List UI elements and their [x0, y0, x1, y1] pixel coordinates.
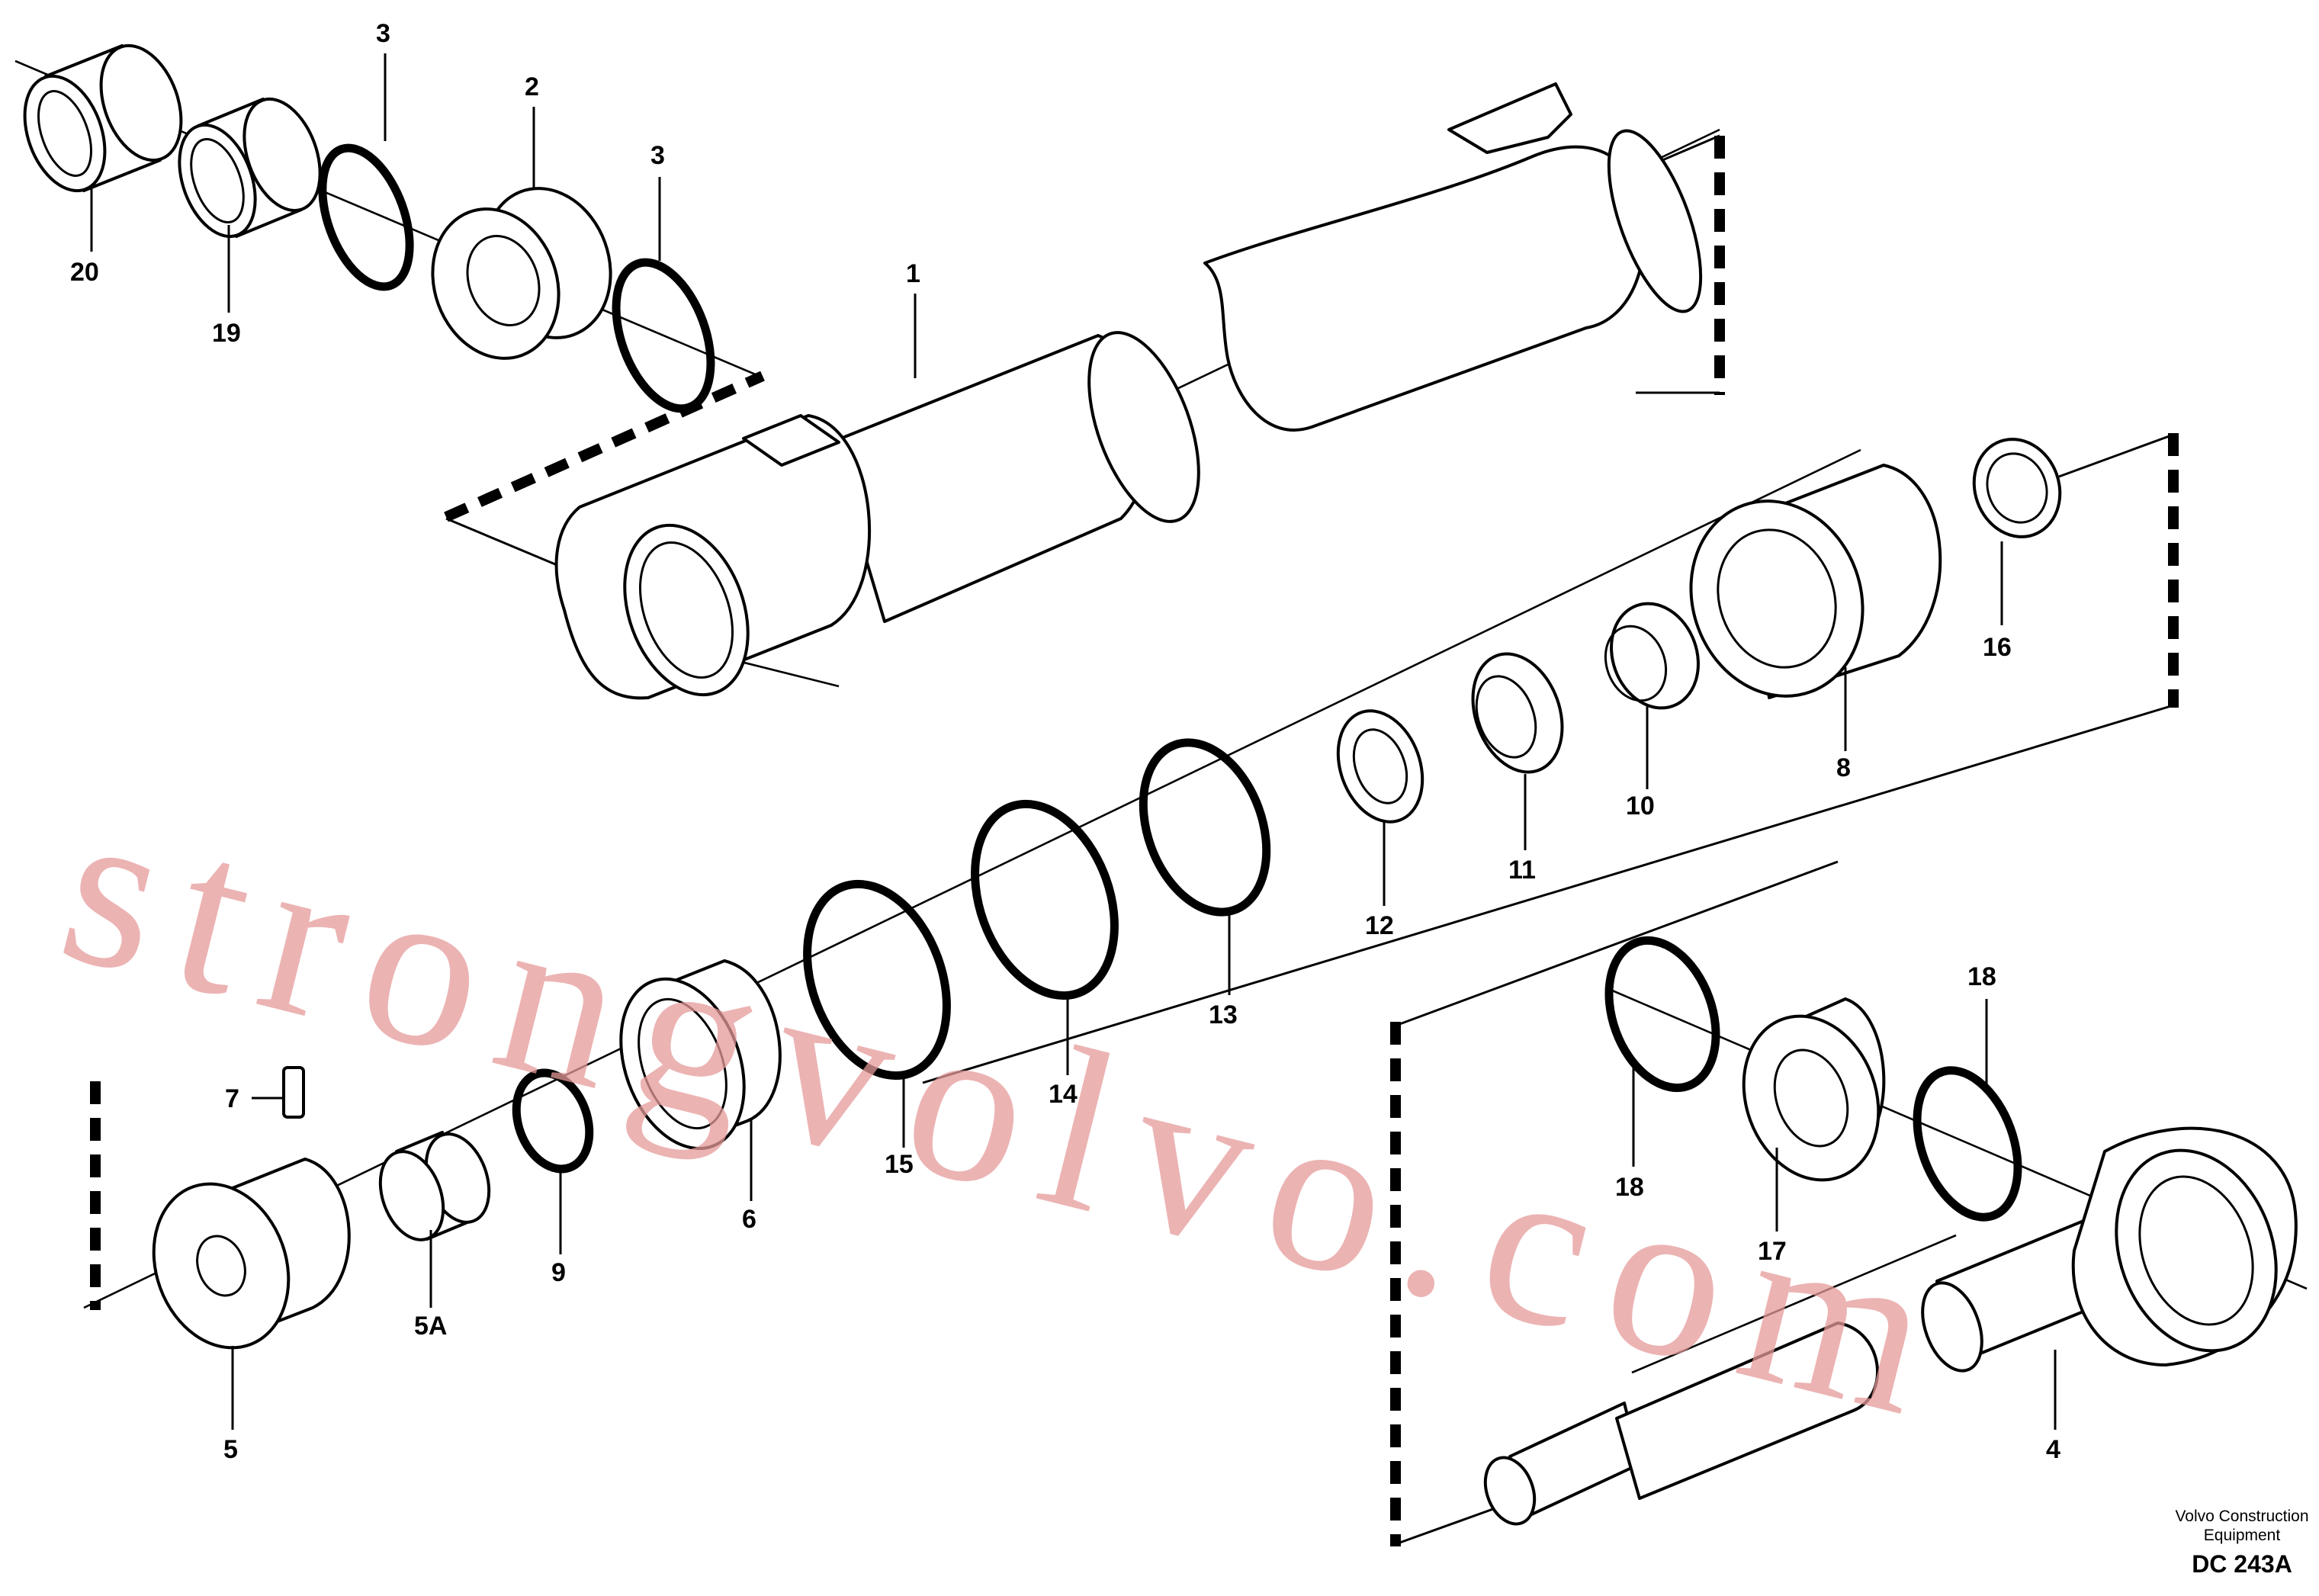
callout-16: 16	[1983, 633, 2012, 662]
company-line-1: Volvo Construction	[2175, 1508, 2308, 1525]
part-3-retaining-ring-lower	[612, 258, 715, 413]
part-10-guide-ring	[1604, 602, 1700, 710]
part-6-piston	[619, 959, 782, 1151]
part-15-o-ring	[803, 879, 951, 1081]
part-11-rod-seal	[1471, 652, 1564, 774]
part-16-wiper	[1972, 438, 2062, 538]
part-7-set-screw	[282, 1066, 305, 1119]
part-3-retaining-ring-upper	[318, 143, 414, 291]
part-19-bushing	[178, 97, 322, 239]
callout-3-upper: 3	[376, 19, 390, 48]
part-14-backup-ring	[971, 799, 1119, 1000]
callout-5a: 5A	[414, 1312, 447, 1341]
drawing-footer: Volvo Construction Equipment DC 243A	[2175, 1508, 2308, 1578]
callout-18-lower-left: 18	[1615, 1173, 1644, 1202]
callout-13: 13	[1209, 1000, 1238, 1029]
callout-18-upper-right: 18	[1967, 962, 1996, 991]
part-8-cylinder-head	[1689, 464, 1942, 699]
callout-14: 14	[1049, 1080, 1078, 1109]
callout-8: 8	[1836, 753, 1851, 782]
callout-3-lower: 3	[650, 141, 665, 170]
part-9-o-ring	[512, 1068, 594, 1174]
part-20-bushing	[23, 43, 183, 193]
part-5-piston-nut	[152, 1158, 351, 1350]
callout-15: 15	[885, 1150, 914, 1179]
callout-20: 20	[70, 258, 99, 287]
callout-6: 6	[742, 1205, 756, 1234]
bracket-connector-lines	[445, 134, 2174, 1546]
callout-12: 12	[1365, 911, 1394, 940]
callout-1: 1	[906, 259, 920, 288]
part-18-retaining-ring-upper	[1604, 936, 1720, 1093]
company-line-2: Equipment	[2204, 1527, 2281, 1544]
callout-11: 11	[1508, 856, 1536, 885]
callout-2: 2	[525, 72, 539, 101]
part-1-cylinder-barrel	[554, 82, 1703, 700]
part-18-retaining-ring-lower	[1913, 1066, 2022, 1222]
part-2-spherical-bearing-upper	[431, 187, 612, 360]
callout-leader-lines	[90, 53, 2057, 1430]
callout-10: 10	[1626, 792, 1655, 820]
callout-4: 4	[2046, 1435, 2060, 1464]
callout-19: 19	[212, 319, 241, 348]
callout-5: 5	[223, 1435, 238, 1464]
part-12-buffer-seal	[1336, 709, 1424, 824]
part-13-o-ring	[1139, 738, 1271, 917]
drawing-code: DC 243A	[2192, 1550, 2292, 1578]
part-4-piston-rod	[1483, 1126, 2298, 1526]
callout-9: 9	[551, 1258, 566, 1287]
part-17-spherical-bearing-lower	[1742, 997, 1886, 1182]
callout-17: 17	[1758, 1237, 1787, 1266]
part-5a-bushing	[378, 1131, 491, 1241]
callout-7: 7	[225, 1084, 239, 1113]
callout-labels: 3 2 3 20 19 1 16 8 10 11 12 13 14 15 6 9…	[70, 19, 2060, 1464]
assembly-brackets	[90, 136, 2179, 1546]
watermark-text: strongvolvo.com	[41, 756, 1978, 1469]
